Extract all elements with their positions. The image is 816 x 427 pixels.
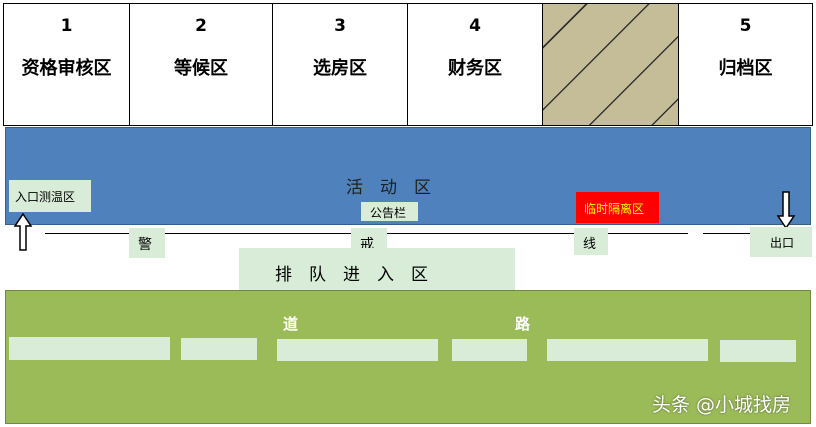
road-label-right: 路 bbox=[515, 315, 531, 333]
entrance-label: 入口测温区 bbox=[15, 190, 76, 204]
zone-name: 选房区 bbox=[313, 58, 367, 79]
road-parking-slot bbox=[720, 340, 796, 362]
road-parking-slot bbox=[547, 339, 708, 361]
zone-waiting: 2 等候区 bbox=[129, 3, 273, 126]
exit-label: 出口 bbox=[770, 236, 795, 250]
entrance-arrow-icon bbox=[13, 212, 33, 251]
zone-name: 财务区 bbox=[448, 58, 502, 79]
road-parking-slot bbox=[9, 337, 170, 360]
road-parking-slot bbox=[181, 338, 257, 360]
zone-name: 归档区 bbox=[718, 58, 773, 79]
zone-number: 2 bbox=[195, 16, 207, 36]
road-parking-slot bbox=[277, 339, 438, 361]
cordon-char: 线 bbox=[583, 237, 597, 252]
zone-archive: 5 归档区 bbox=[678, 3, 813, 126]
temporary-isolation-area: 临时隔离区 bbox=[576, 192, 659, 223]
cordon-label-box: 线 bbox=[574, 228, 608, 255]
zone-qualification-review: 1 资格审核区 bbox=[3, 3, 130, 126]
exit-area: 出口 bbox=[750, 227, 812, 257]
zone-name: 等候区 bbox=[174, 58, 228, 79]
cordon-char: 警 bbox=[138, 237, 152, 253]
zone-name: 资格审核区 bbox=[21, 58, 112, 79]
zone-number: 1 bbox=[60, 16, 73, 36]
watermark: 头条 @小城找房 bbox=[652, 394, 792, 416]
zone-finance: 4 财务区 bbox=[407, 3, 543, 126]
isolation-label: 临时隔离区 bbox=[584, 202, 645, 216]
zone-house-selection: 3 选房区 bbox=[272, 3, 408, 126]
exit-arrow-icon bbox=[776, 191, 796, 230]
entrance-temperature-area: 入口测温区 bbox=[9, 180, 91, 212]
zone-number: 5 bbox=[739, 16, 752, 36]
zone-number: 3 bbox=[334, 16, 346, 36]
cordon-label-box: 警 bbox=[129, 228, 165, 258]
cordon-line-segment bbox=[703, 233, 753, 234]
notice-board-label: 公告栏 bbox=[370, 206, 407, 220]
queue-label: 排 队 进 入 区 bbox=[275, 265, 428, 285]
road-parking-slot bbox=[452, 339, 527, 361]
zone-hatched-reserved bbox=[542, 3, 679, 126]
zone-number: 4 bbox=[469, 16, 481, 36]
queue-entry-area: 排 队 进 入 区 bbox=[239, 248, 515, 290]
road-label-left: 道 bbox=[283, 315, 299, 333]
activity-area-title: 活 动 区 bbox=[346, 178, 431, 198]
notice-board: 公告栏 bbox=[361, 202, 418, 221]
